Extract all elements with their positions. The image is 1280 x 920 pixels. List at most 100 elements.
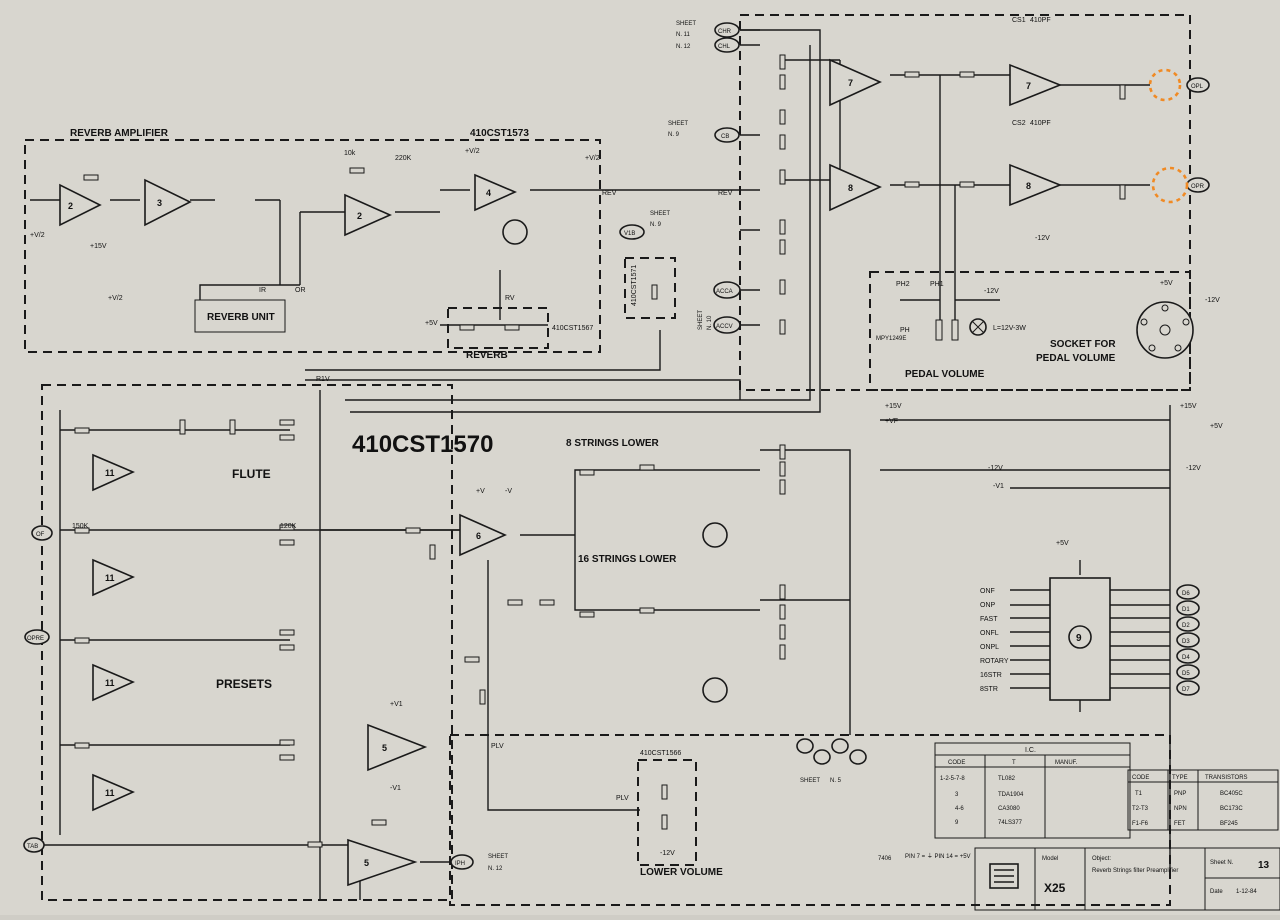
svg-text:CS2: CS2 bbox=[1012, 120, 1026, 127]
reverb-unit-label: REVERB UNIT bbox=[207, 312, 275, 323]
node-ph: PH bbox=[900, 327, 910, 334]
svg-text:NPN: NPN bbox=[1174, 806, 1187, 812]
svg-text:1-12-84: 1-12-84 bbox=[1236, 889, 1257, 895]
signal-8str: 8STR bbox=[980, 686, 998, 693]
ic9-outputs: D6 D1 D2 D3 D4 D5 D7 bbox=[1176, 584, 1200, 696]
node-rev-2: REV bbox=[718, 190, 733, 197]
svg-text:CODE: CODE bbox=[948, 760, 965, 766]
reverb-label: REVERB bbox=[466, 350, 508, 361]
svg-text:N. 9: N. 9 bbox=[650, 222, 662, 228]
connector-chl: CHL bbox=[718, 44, 731, 50]
transistor-t2 bbox=[702, 522, 728, 548]
ic9-number: 9 bbox=[1076, 633, 1082, 644]
svg-text:-V1: -V1 bbox=[390, 785, 401, 792]
node-plv-2: PLV bbox=[491, 743, 504, 750]
svg-text:-12V: -12V bbox=[984, 288, 999, 295]
lower-volume-box bbox=[637, 759, 697, 866]
node-or: OR bbox=[295, 287, 306, 294]
strings-8-label: 8 STRINGS LOWER bbox=[566, 438, 660, 449]
lamp bbox=[969, 318, 987, 336]
svg-text:N. 12: N. 12 bbox=[676, 44, 691, 50]
svg-text:+V1: +V1 bbox=[390, 701, 403, 708]
svg-text:BF245: BF245 bbox=[1220, 821, 1238, 827]
output-d2: D2 bbox=[1182, 623, 1190, 629]
wiring bbox=[30, 29, 1171, 900]
svg-text:+VF: +VF bbox=[885, 418, 898, 425]
connector-cb: CB bbox=[721, 134, 729, 140]
svg-text:+V/2: +V/2 bbox=[108, 295, 123, 302]
board-410cst1567: 410CST1567 bbox=[552, 325, 593, 332]
signal-fast: FAST bbox=[980, 616, 998, 623]
svg-text:+15V: +15V bbox=[1180, 403, 1197, 410]
svg-text:X25: X25 bbox=[1044, 881, 1066, 895]
svg-text:11: 11 bbox=[105, 678, 115, 688]
connector-tab: TAB bbox=[27, 844, 38, 850]
connector-v1b: V1B bbox=[624, 231, 635, 237]
svg-text:SHEET: SHEET bbox=[698, 310, 704, 330]
svg-text:CS1: CS1 bbox=[1012, 17, 1026, 24]
transistor-t3 bbox=[702, 677, 728, 703]
svg-text:5: 5 bbox=[382, 743, 387, 753]
signal-onfl: ONFL bbox=[980, 630, 999, 637]
connector-acca: ACCA bbox=[716, 289, 733, 295]
cst1571-box bbox=[624, 257, 676, 319]
svg-text:4-6: 4-6 bbox=[955, 806, 964, 812]
svg-text:F1-F6: F1-F6 bbox=[1132, 821, 1149, 827]
svg-text:N. 11: N. 11 bbox=[676, 32, 691, 38]
svg-text:+15V: +15V bbox=[885, 403, 902, 410]
svg-text:-12V: -12V bbox=[988, 465, 1003, 472]
svg-text:+15V: +15V bbox=[90, 243, 107, 250]
svg-text:4: 4 bbox=[486, 188, 491, 198]
reverb-box bbox=[447, 307, 549, 349]
svg-text:-V: -V bbox=[505, 488, 512, 495]
pedal-volume-label: PEDAL VOLUME bbox=[905, 369, 985, 380]
opamps bbox=[59, 58, 1063, 887]
svg-text:+V/2: +V/2 bbox=[465, 148, 480, 155]
socket-label-2: PEDAL VOLUME bbox=[1036, 353, 1116, 364]
svg-text:CODE: CODE bbox=[1132, 775, 1149, 781]
svg-text:1-2-5-7-8: 1-2-5-7-8 bbox=[940, 776, 965, 782]
svg-text:TRANSISTORS: TRANSISTORS bbox=[1205, 775, 1248, 781]
svg-text:MANUF.: MANUF. bbox=[1055, 760, 1078, 766]
svg-text:+V: +V bbox=[476, 488, 485, 495]
svg-text:150K: 150K bbox=[72, 523, 89, 530]
svg-text:2: 2 bbox=[357, 211, 362, 221]
svg-text:CA3080: CA3080 bbox=[998, 806, 1020, 812]
svg-text:PNP: PNP bbox=[1174, 791, 1186, 797]
pedal-socket bbox=[1136, 301, 1194, 359]
node-rev-1: REV bbox=[602, 190, 617, 197]
svg-text:Model: Model bbox=[1042, 856, 1058, 862]
svg-text:-12V: -12V bbox=[660, 850, 675, 857]
svg-text:N. 9: N. 9 bbox=[668, 132, 680, 138]
svg-text:FET: FET bbox=[1174, 821, 1186, 827]
svg-text:+5V: +5V bbox=[1160, 280, 1173, 287]
svg-text:I.C.: I.C. bbox=[1025, 747, 1036, 754]
svg-text:74LS377: 74LS377 bbox=[998, 820, 1023, 826]
svg-text:Object:: Object: bbox=[1092, 856, 1111, 862]
ph-ref-label: MPY1249E bbox=[876, 336, 906, 342]
signal-onpl: ONPL bbox=[980, 644, 999, 651]
svg-text:Date: Date bbox=[1210, 889, 1223, 895]
svg-text:BC173C: BC173C bbox=[1220, 806, 1243, 812]
board-410cst1566: 410CST1566 bbox=[640, 750, 681, 757]
board-410cst1571: 410CST1571 bbox=[631, 265, 638, 306]
node-plv: PLV bbox=[616, 795, 629, 802]
svg-text:410PF: 410PF bbox=[1030, 17, 1051, 24]
svg-text:7406: 7406 bbox=[878, 856, 892, 862]
output-d6: D6 bbox=[1182, 591, 1190, 597]
lower-volume-label: LOWER VOLUME bbox=[640, 867, 723, 878]
node-r1v: R1V bbox=[316, 376, 330, 383]
connector-iph: IPH bbox=[455, 861, 465, 867]
svg-text:Reverb Strings filter Preampli: Reverb Strings filter Preamplifier bbox=[1092, 868, 1178, 874]
signal-16str: 16STR bbox=[980, 672, 1002, 679]
svg-text:TYPE: TYPE bbox=[1172, 775, 1188, 781]
reverb-unit-block bbox=[194, 299, 286, 333]
strings-16-label: 16 STRINGS LOWER bbox=[578, 554, 677, 565]
node-rv: RV bbox=[505, 295, 515, 302]
svg-text:SHEET: SHEET bbox=[650, 211, 670, 217]
output-d4: D4 bbox=[1182, 655, 1190, 661]
svg-text:120K: 120K bbox=[280, 523, 297, 530]
output-d5: D5 bbox=[1182, 671, 1190, 677]
